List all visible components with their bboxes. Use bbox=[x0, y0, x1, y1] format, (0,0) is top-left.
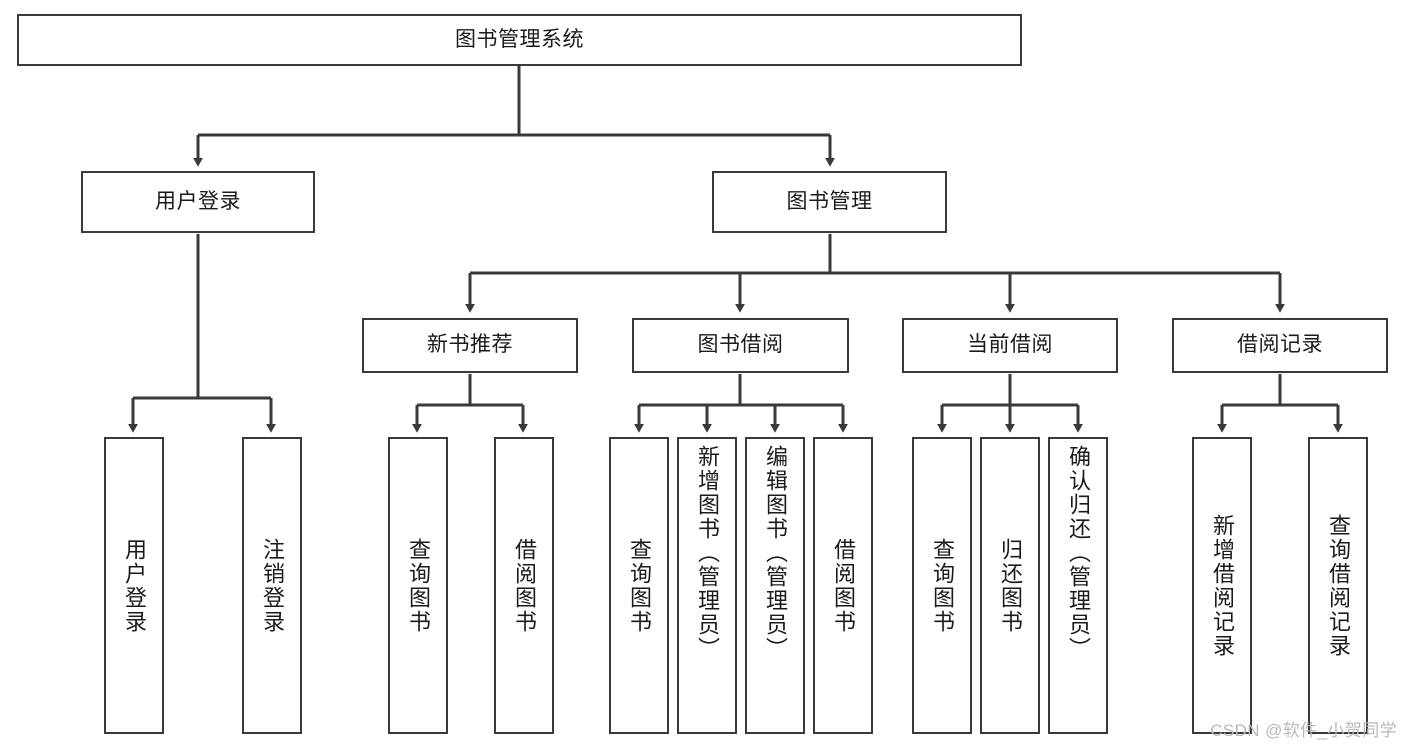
leaf-borrow-book-recommend[interactable]: 借阅图书 bbox=[494, 437, 554, 734]
csdn-watermark: CSDN @软件_小贺同学 bbox=[1210, 721, 1397, 740]
node-label: 用户登录 bbox=[122, 537, 147, 634]
leaf-confirm-return-admin[interactable]: 确认归还（管理员） bbox=[1048, 437, 1108, 734]
leaf-add-borrow-record[interactable]: 新增借阅记录 bbox=[1192, 437, 1252, 734]
node-new-book-recommend[interactable]: 新书推荐 bbox=[362, 318, 578, 373]
node-user-login[interactable]: 用户登录 bbox=[81, 171, 315, 233]
leaf-query-book-recommend[interactable]: 查询图书 bbox=[388, 437, 448, 734]
node-label: 图书管理系统 bbox=[455, 27, 584, 51]
leaf-user-login[interactable]: 用户登录 bbox=[104, 437, 164, 734]
node-label: 编辑图书（管理员） bbox=[763, 445, 788, 661]
leaf-query-book-current[interactable]: 查询图书 bbox=[912, 437, 972, 734]
node-label: 借阅图书 bbox=[831, 537, 856, 634]
node-current-borrow[interactable]: 当前借阅 bbox=[902, 318, 1118, 373]
leaf-query-book-borrow[interactable]: 查询图书 bbox=[609, 437, 669, 734]
node-book-management[interactable]: 图书管理 bbox=[712, 171, 947, 233]
node-label: 新增借阅记录 bbox=[1210, 513, 1235, 658]
leaf-add-book-admin[interactable]: 新增图书（管理员） bbox=[677, 437, 737, 734]
leaf-logout-login[interactable]: 注销登录 bbox=[242, 437, 302, 734]
node-label: 当前借阅 bbox=[967, 333, 1053, 357]
leaf-return-book[interactable]: 归还图书 bbox=[980, 437, 1040, 734]
leaf-query-borrow-record[interactable]: 查询借阅记录 bbox=[1308, 437, 1368, 734]
node-label: 新增图书（管理员） bbox=[695, 445, 720, 661]
node-label: 借阅记录 bbox=[1237, 333, 1323, 357]
leaf-edit-book-admin[interactable]: 编辑图书（管理员） bbox=[745, 437, 805, 734]
leaf-borrow-book[interactable]: 借阅图书 bbox=[813, 437, 873, 734]
node-label: 注销登录 bbox=[260, 537, 285, 634]
node-label: 图书管理 bbox=[786, 189, 873, 213]
node-label: 查询图书 bbox=[930, 537, 955, 634]
node-label: 查询图书 bbox=[406, 537, 431, 634]
node-borrow-record[interactable]: 借阅记录 bbox=[1172, 318, 1388, 373]
node-label: 图书借阅 bbox=[697, 333, 784, 357]
node-label: 借阅图书 bbox=[512, 537, 537, 634]
node-label: 归还图书 bbox=[998, 537, 1023, 634]
node-book-borrow[interactable]: 图书借阅 bbox=[632, 318, 849, 373]
node-label: 查询借阅记录 bbox=[1326, 513, 1351, 658]
node-label: 用户登录 bbox=[155, 189, 241, 213]
node-label: 新书推荐 bbox=[427, 333, 513, 357]
node-label: 查询图书 bbox=[627, 537, 652, 634]
node-label: 确认归还（管理员） bbox=[1066, 445, 1091, 661]
node-root-book-management-system[interactable]: 图书管理系统 bbox=[17, 14, 1022, 66]
